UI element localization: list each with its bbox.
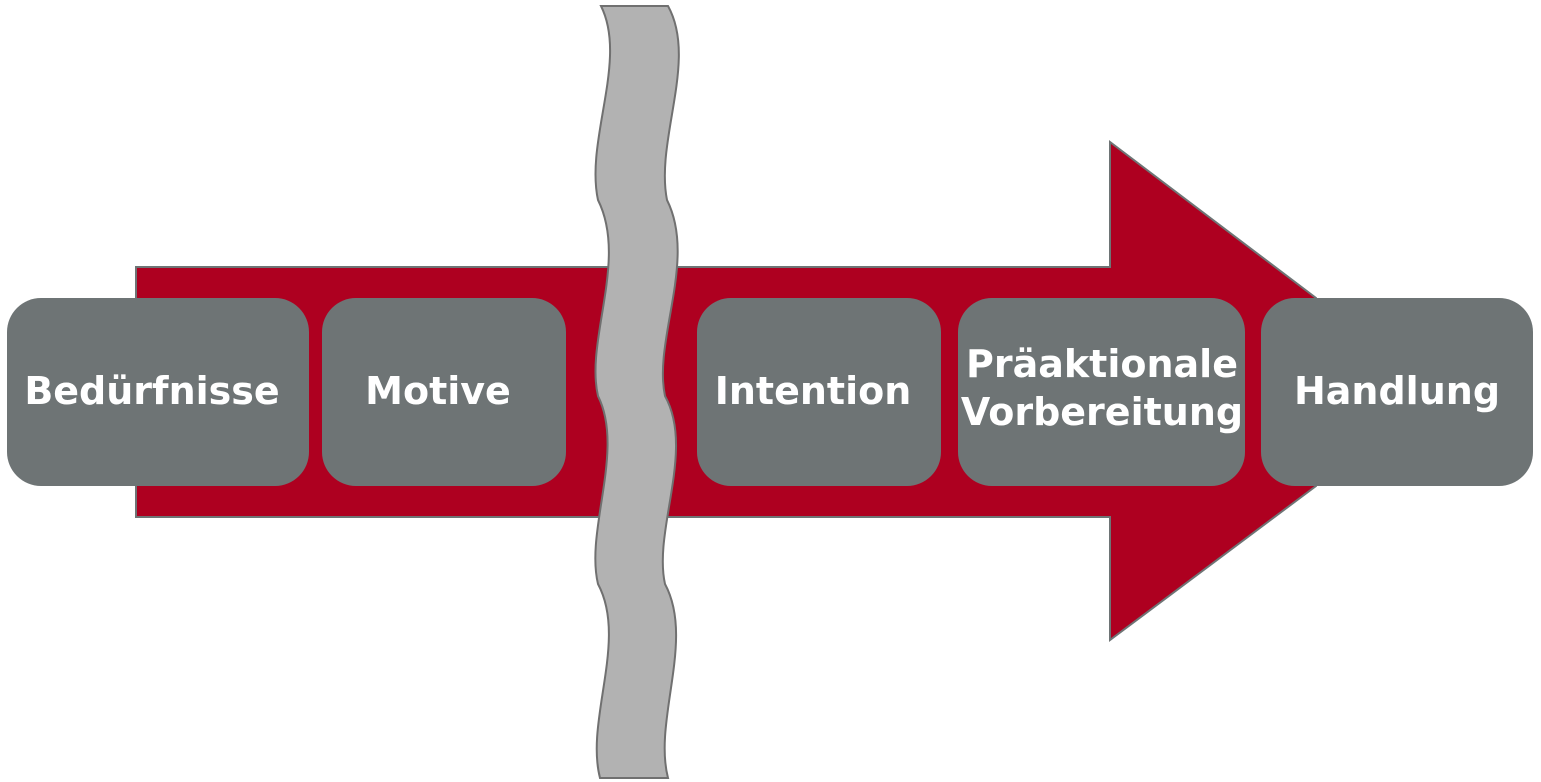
step-label: Handlung — [1294, 369, 1500, 413]
step-box-intention: Intention — [697, 298, 941, 486]
step-box-handlung: Handlung — [1261, 298, 1533, 486]
step-box-shape — [697, 298, 941, 486]
step-label: Intention — [715, 369, 912, 413]
step-label: Bedürfnisse — [24, 369, 279, 413]
step-label-line2: Vorbereitung — [961, 390, 1243, 434]
step-box-shape — [1261, 298, 1533, 486]
step-box-beduerfnisse: Bedürfnisse — [7, 298, 309, 486]
step-box-shape — [322, 298, 566, 486]
step-box-shape — [958, 298, 1245, 486]
step-box-shape — [7, 298, 309, 486]
step-label: Motive — [365, 369, 511, 413]
step-label-line1: Präaktionale — [966, 342, 1238, 386]
step-box-motive: Motive — [322, 298, 566, 486]
step-box-praeaktionale-vorbereitung: Präaktionale Vorbereitung — [958, 298, 1245, 486]
rubicon-divider — [594, 5, 680, 779]
